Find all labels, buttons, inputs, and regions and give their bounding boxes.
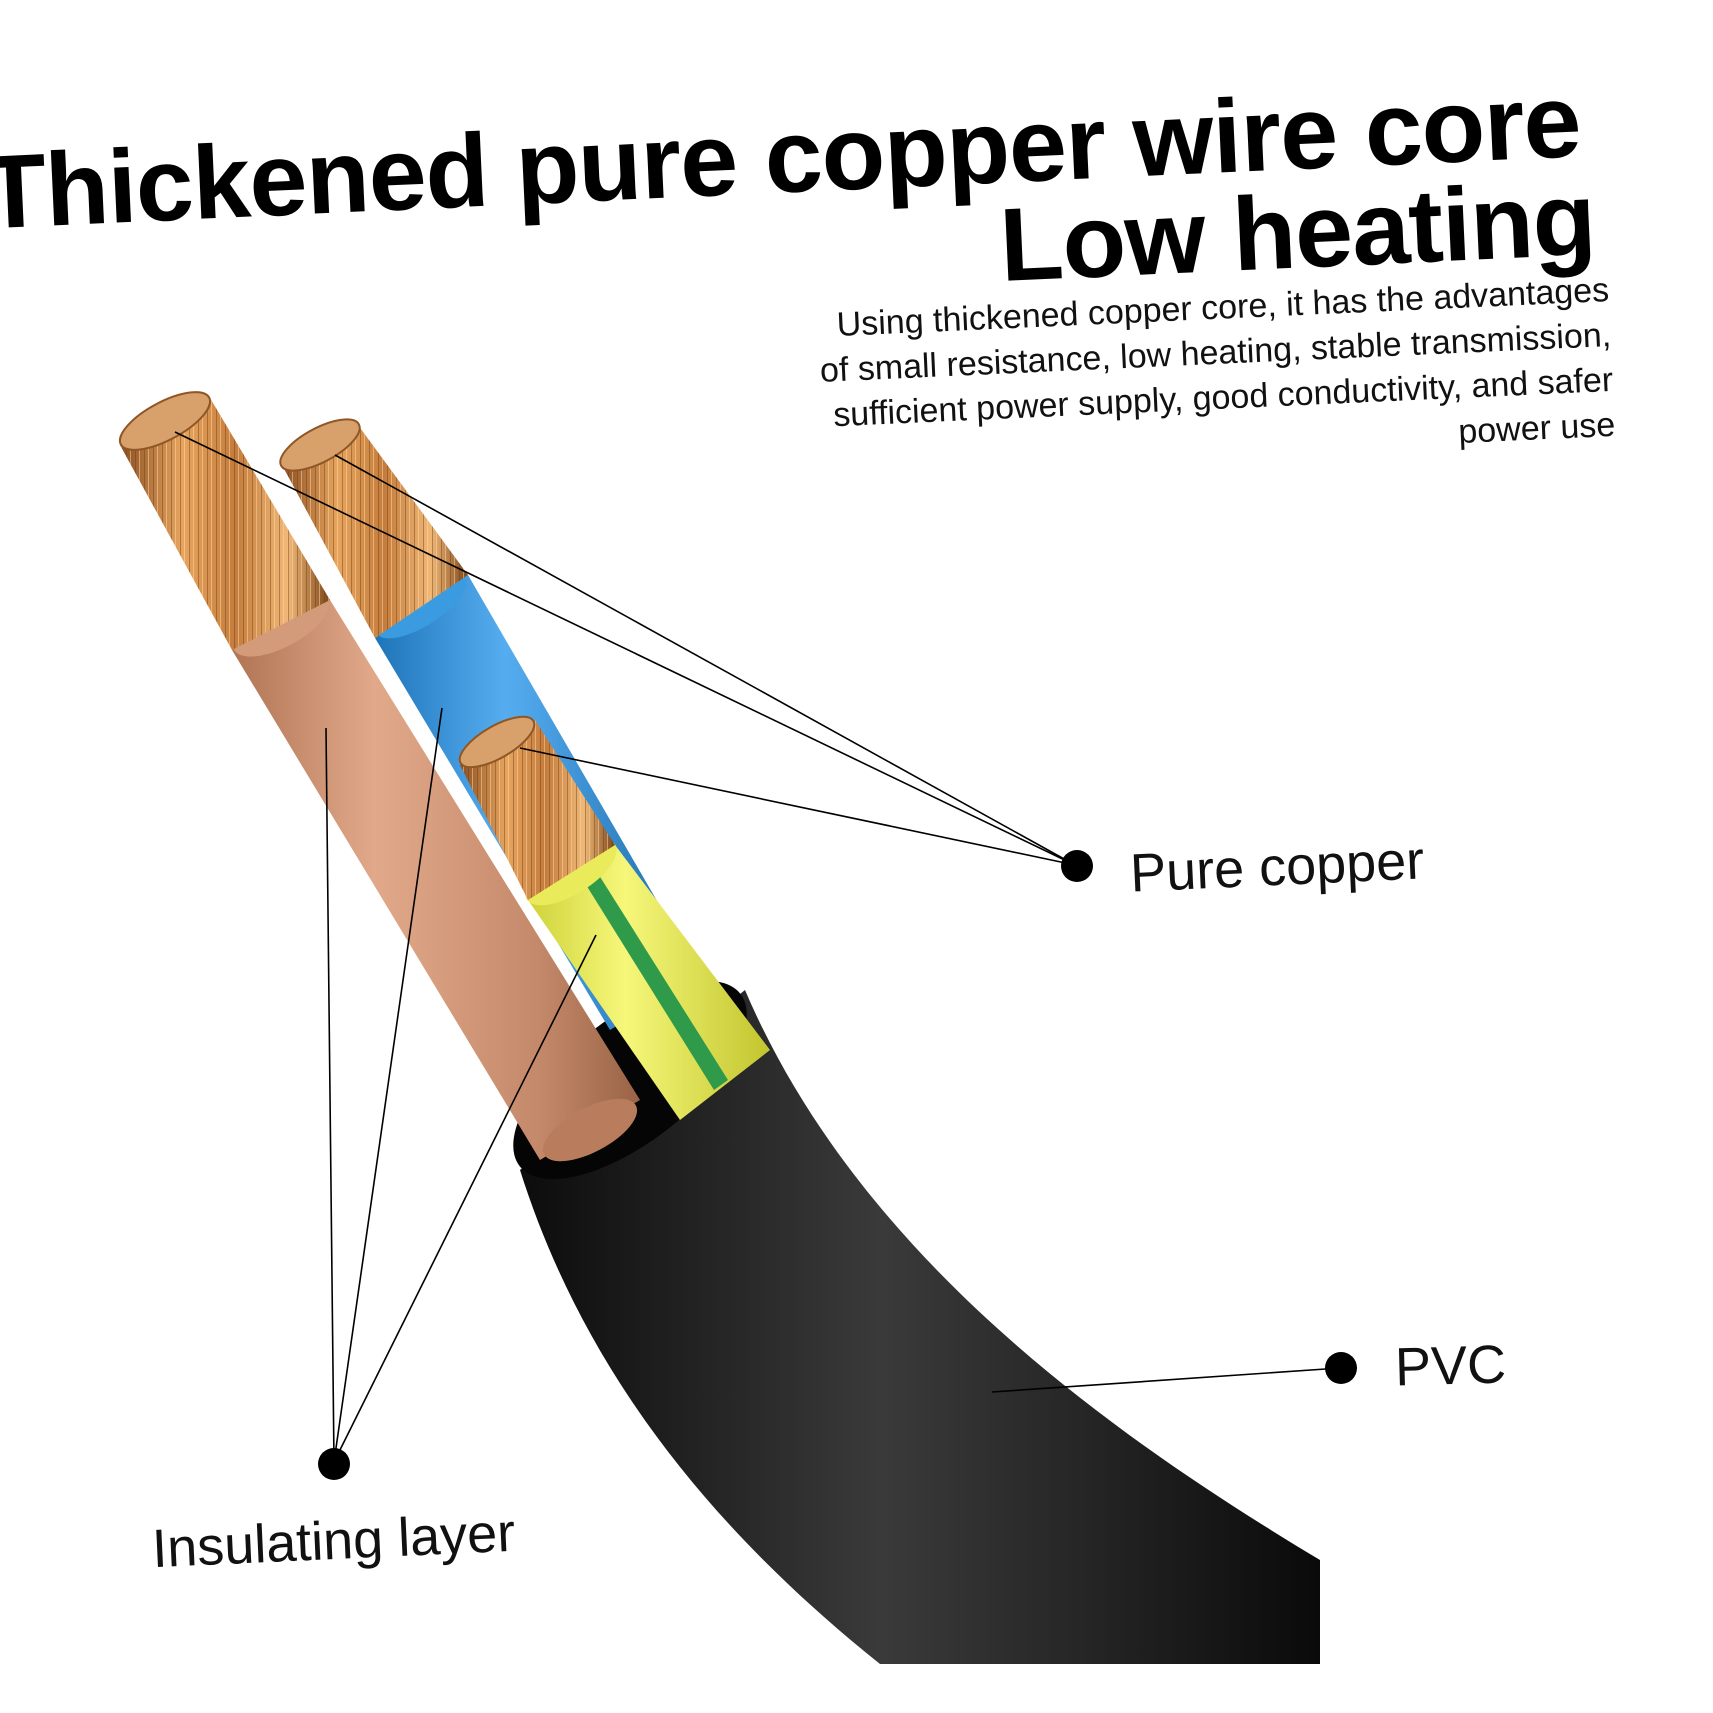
copper-core-yellow bbox=[458, 715, 615, 900]
pure-copper-dot bbox=[1061, 850, 1093, 882]
pvc-dot bbox=[1325, 1352, 1357, 1384]
insulating-layer-dot bbox=[318, 1448, 350, 1480]
pure-copper-leaders bbox=[174, 431, 1076, 866]
copper-core-blue bbox=[279, 418, 468, 638]
copper-core-brown bbox=[118, 391, 330, 650]
pvc-leader bbox=[991, 1367, 1341, 1393]
insulating-layer-leaders bbox=[325, 707, 597, 1463]
pvc-label: PVC bbox=[1394, 1334, 1507, 1398]
